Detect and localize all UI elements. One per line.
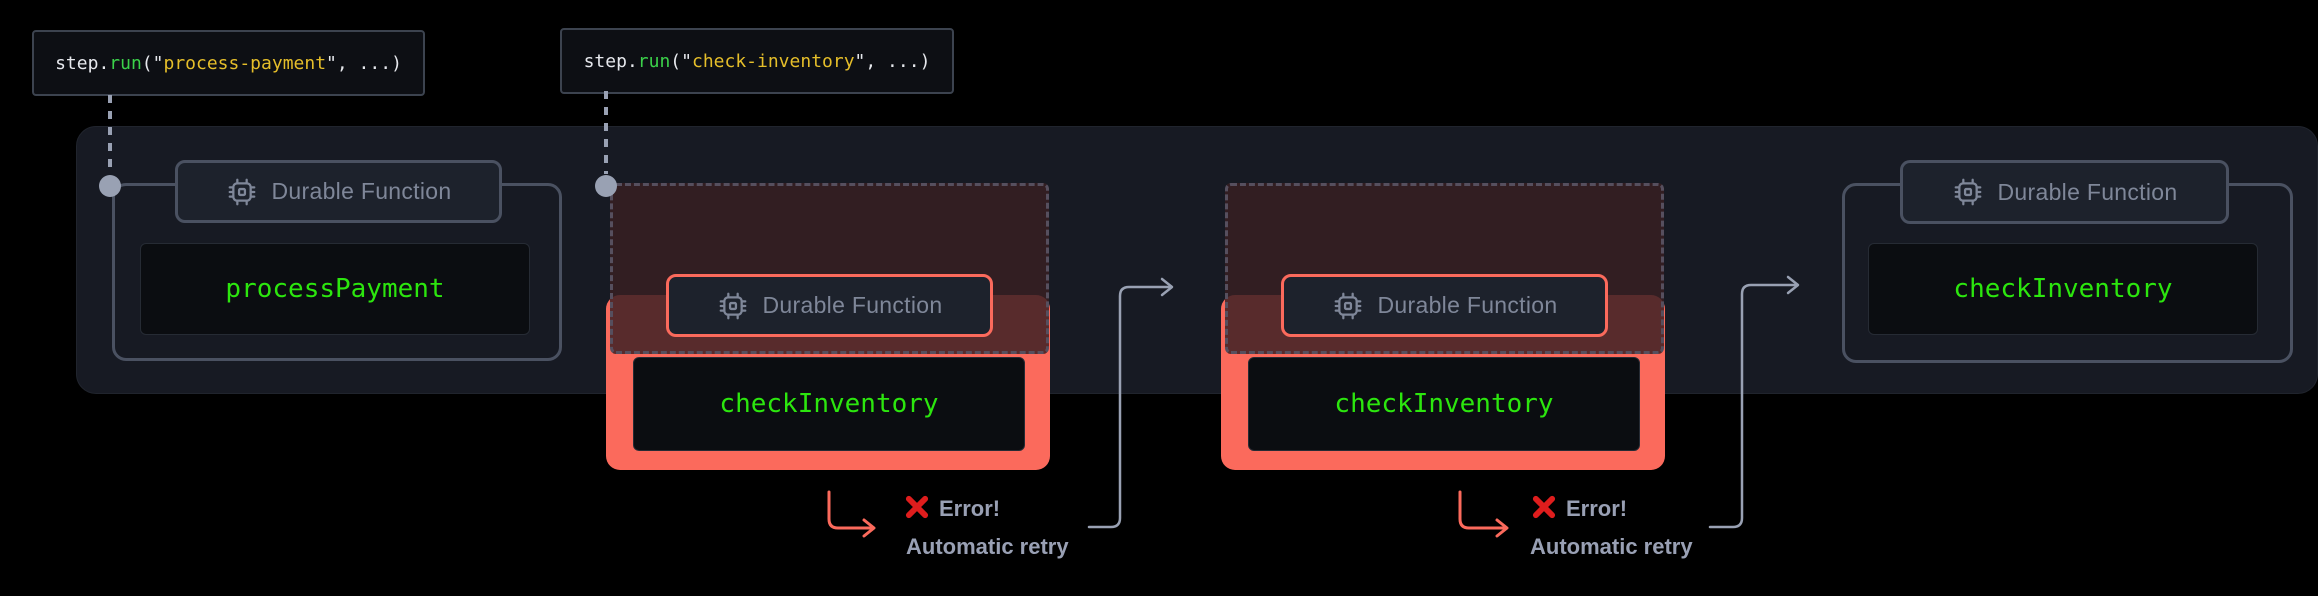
function-name-box: checkInventory <box>1248 357 1640 451</box>
code-snippet-process-payment: step.run("process-payment", ...) <box>32 30 425 96</box>
code-token-object: step <box>55 52 99 74</box>
retry-label: Automatic retry <box>906 534 1069 559</box>
durable-function-card-check-inventory: Durable Function checkInventory <box>1842 160 2293 363</box>
cpu-chip-icon <box>1334 292 1361 319</box>
code-token-method: run <box>637 50 671 72</box>
durable-function-badge: Durable Function <box>1281 274 1608 337</box>
code-token-step-id: process-payment <box>163 52 327 74</box>
failed-attempt-card-1: Durable Function checkInventory <box>606 183 1051 470</box>
badge-label: Durable Function <box>1377 292 1558 318</box>
function-name: checkInventory <box>1953 274 2173 304</box>
error-cross-icon <box>905 495 929 519</box>
error-arrow-head <box>1495 518 1509 538</box>
code-token-open: (" <box>670 50 692 72</box>
function-name: checkInventory <box>1334 389 1554 419</box>
error-label: Error! <box>939 496 1001 521</box>
cpu-chip-icon <box>228 178 255 205</box>
failed-attempt-card-2: Durable Function checkInventory <box>1221 183 1666 470</box>
code-token-dot: . <box>98 52 110 74</box>
cpu-chip-icon <box>1954 178 1981 206</box>
error-label: Error! <box>1566 496 1628 521</box>
durable-function-badge: Durable Function <box>175 160 502 223</box>
durable-function-badge: Durable Function <box>1900 160 2229 224</box>
badge-label: Durable Function <box>762 292 943 318</box>
function-name: checkInventory <box>719 389 939 419</box>
code-token-step-id: check-inventory <box>691 50 855 72</box>
code-token-close: ", ...) <box>326 52 402 74</box>
code-token-method: run <box>109 52 142 74</box>
code-snippet-check-inventory: step.run("check-inventory", ...) <box>560 28 954 94</box>
code-token-object: step <box>583 50 627 72</box>
durable-function-card-process-payment: Durable Function processPayment <box>112 160 562 361</box>
badge-label: Durable Function <box>1997 178 2178 205</box>
code-token-close: ", ...) <box>854 50 931 72</box>
function-name-box: checkInventory <box>1868 243 2258 335</box>
error-arrow <box>1458 490 1507 530</box>
function-name-box: checkInventory <box>633 357 1025 451</box>
code-token-dot: . <box>626 50 638 72</box>
code-token-open: (" <box>141 52 164 74</box>
badge-label: Durable Function <box>271 178 452 204</box>
function-name: processPayment <box>225 274 445 304</box>
error-arrow <box>827 490 874 530</box>
function-name-box: processPayment <box>140 243 530 335</box>
cpu-chip-icon <box>719 292 746 319</box>
error-cross-icon <box>1532 495 1556 519</box>
retry-label: Automatic retry <box>1530 534 1693 559</box>
error-arrow-head <box>862 518 876 538</box>
durable-function-badge: Durable Function <box>666 274 993 337</box>
